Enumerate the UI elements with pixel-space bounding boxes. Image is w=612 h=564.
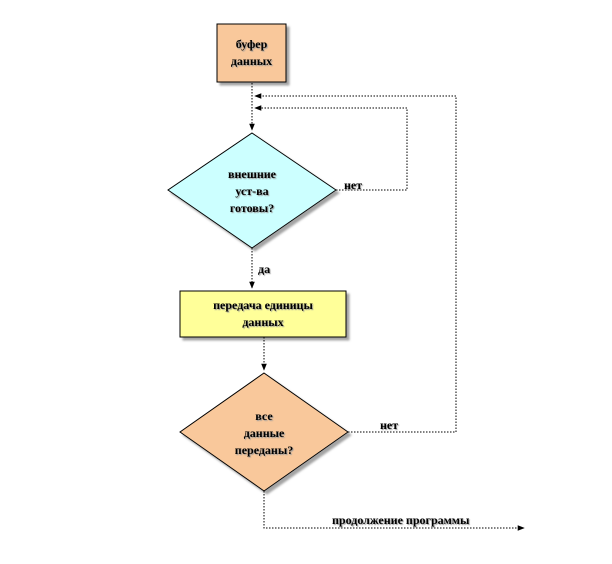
no-label-ready: нет [344, 178, 363, 192]
buffer-label-line2: данных [230, 54, 273, 68]
no-label-allsent: нет [380, 418, 399, 432]
transfer-box [179, 290, 347, 338]
devices-ready-line3: готовы? [229, 200, 275, 215]
buffer-label: буфер данных [217, 30, 286, 76]
transfer-line1: передача единицы [213, 298, 313, 312]
all-sent-line1: все [255, 408, 273, 423]
all-sent-line3: переданы? [234, 442, 294, 457]
devices-ready-label: внешние уст-ва готовы? [200, 163, 304, 219]
edge-ready-no-loop [254, 105, 408, 191]
transfer-line2: данных [242, 315, 284, 329]
edge-allsent-no-loop [254, 93, 457, 433]
buffer-label-line1: буфер [235, 37, 268, 51]
continue-label: продолжение программы [332, 513, 470, 527]
buffer-box [216, 23, 287, 83]
yes-label: да [258, 262, 271, 276]
all-sent-label: все данные переданы? [212, 405, 316, 461]
transfer-label: передача единицы данных [180, 296, 346, 332]
devices-ready-line1: внешние [227, 166, 276, 181]
devices-ready-line2: уст-ва [235, 183, 269, 198]
all-sent-line2: данные [243, 425, 285, 440]
edge-continue [263, 491, 525, 531]
